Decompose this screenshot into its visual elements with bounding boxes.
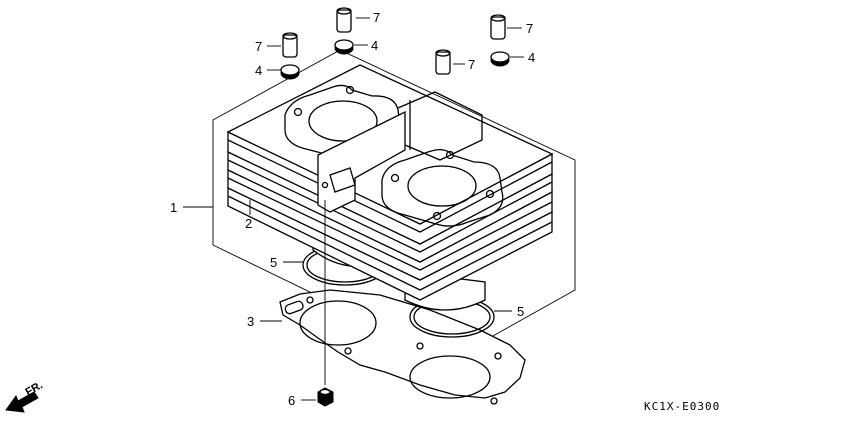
callout-5-a: 5 [270, 255, 277, 270]
washer-3 [490, 51, 510, 67]
leader-lines [183, 17, 524, 401]
nut [317, 387, 334, 407]
dowel-pin-4 [490, 14, 506, 40]
diagram-code: KC1X-E0300 [644, 400, 720, 413]
dowel-pin-3 [435, 49, 451, 75]
callout-7-a: 7 [373, 10, 380, 25]
callout-5-b: 5 [517, 304, 524, 319]
callout-4-a: 4 [371, 38, 378, 53]
callout-2: 2 [245, 216, 252, 231]
callout-4-c: 4 [528, 50, 535, 65]
front-arrow-icon: FR. [5, 379, 45, 413]
cylinder-body [226, 64, 554, 385]
front-direction-label: FR. [24, 379, 45, 398]
dowel-pin-2 [282, 32, 298, 58]
callout-1: 1 [170, 200, 177, 215]
callout-6: 6 [288, 393, 295, 408]
washer-2 [280, 64, 300, 80]
washer-1 [334, 39, 354, 55]
callout-7-d: 7 [526, 21, 533, 36]
callout-7-b: 7 [255, 39, 262, 54]
callout-3: 3 [247, 314, 254, 329]
base-gasket [279, 289, 526, 405]
dowel-pin-1 [336, 7, 352, 33]
callout-4-b: 4 [255, 63, 262, 78]
callout-7-c: 7 [468, 57, 475, 72]
